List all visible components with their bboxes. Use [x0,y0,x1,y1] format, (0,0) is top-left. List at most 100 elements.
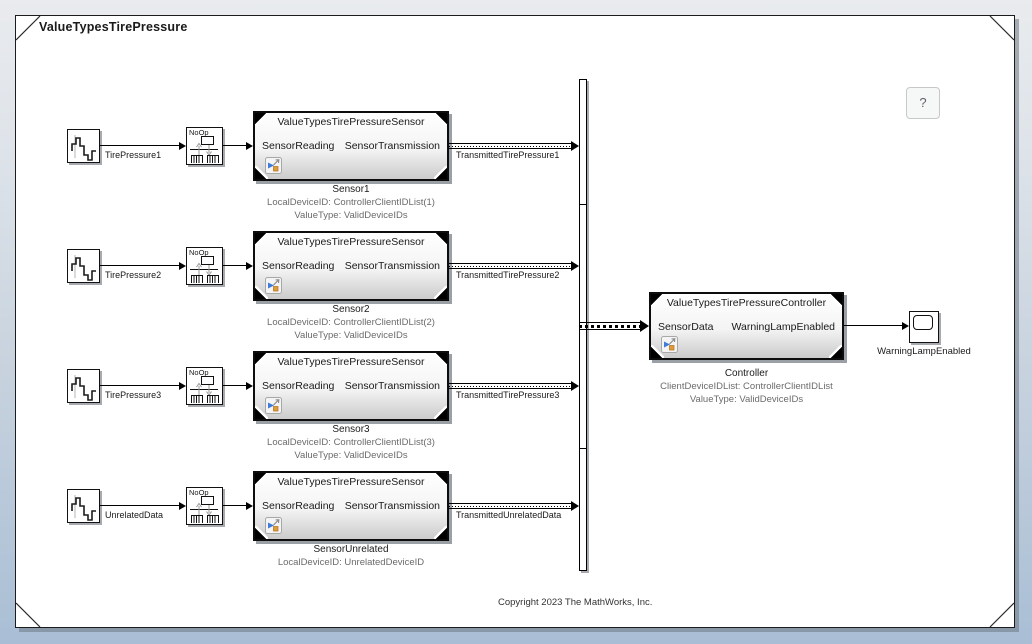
block-title: ValueTypesTirePressureSensor [277,116,425,128]
corner-mark-icon [255,233,268,246]
signal-wire[interactable] [100,265,179,266]
arrowhead [640,320,649,332]
output-port-label: SensorTransmission [344,140,440,152]
corner-mark-icon [829,294,842,307]
subsystem-reference-badge-icon[interactable] [265,397,282,414]
arrowhead [246,502,253,510]
signal-source-block[interactable] [67,129,100,163]
block-title: ValueTypesTirePressureSensor [277,236,425,248]
waveform-icon [71,374,97,401]
corner-mark-icon [651,294,664,307]
block-annotation: ValueType: ValidDeviceIDs [689,394,804,405]
signal-wire[interactable] [844,325,902,326]
signal-source-block[interactable] [67,369,100,403]
block-title: ValueTypesTirePressureSensor [277,356,425,368]
noop-block-label: NoOp [189,368,209,377]
block-annotation: LocalDeviceID: ControllerClientIDList(2) [267,317,435,328]
noop-block[interactable]: NoOp [186,127,223,165]
bus-signal-wire[interactable] [449,263,571,269]
block-name: Sensor3 [332,424,370,435]
bus-output-wire[interactable] [579,322,640,330]
signal-wire[interactable] [100,385,179,386]
subsystem-reference-badge-icon[interactable] [265,157,282,174]
input-port-label: SensorData [658,321,714,333]
corner-mark-icon [434,113,447,126]
signal-wire[interactable] [223,505,246,506]
arrowhead [179,382,186,390]
corner-mark-icon [434,233,447,246]
source-signal-label: TirePressure2 [105,270,162,280]
scope-block[interactable] [909,311,939,343]
sensor-subsystem-block[interactable]: ValueTypesTirePressureSensor SensorReadi… [253,231,449,301]
arrowhead [179,502,186,510]
block-name: SensorUnrelated [313,544,389,555]
sensor-subsystem-block[interactable]: ValueTypesTirePressureSensor SensorReadi… [253,111,449,181]
signal-wire[interactable] [223,385,246,386]
signal-wire[interactable] [223,145,246,146]
subsystem-reference-badge-icon[interactable] [265,517,282,534]
corner-mark-icon [434,166,447,179]
subsystem-reference-badge-icon[interactable] [661,336,678,353]
corner-mark-icon [255,286,268,299]
arrowhead [571,261,579,271]
corner-mark-icon [434,526,447,539]
scope-name: WarningLampEnabled [877,346,971,357]
arrowhead [902,322,909,330]
block-name: Controller [724,368,769,379]
corner-mark-icon [255,406,268,419]
noop-block-label: NoOp [189,488,209,497]
corner-mark-icon [651,345,664,358]
bus-signal-wire[interactable] [449,383,571,389]
controller-subsystem-block[interactable]: ValueTypesTirePressureController SensorD… [649,292,844,360]
corner-mark-icon [829,345,842,358]
transmitted-signal-label: TransmittedTirePressure3 [456,390,560,400]
signal-wire[interactable] [223,265,246,266]
canvas-corner-chamfers [16,16,1014,627]
corner-mark-icon [255,166,268,179]
source-signal-label: UnrelatedData [105,510,164,520]
signal-wire[interactable] [100,145,179,146]
block-name: Sensor1 [332,184,370,195]
corner-mark-icon [255,113,268,126]
transmitted-signal-label: TransmittedTirePressure2 [456,270,560,280]
block-annotation: LocalDeviceID: UnrelatedDeviceID [277,557,425,568]
noop-block[interactable]: NoOp [186,247,223,285]
input-port-label: SensorReading [262,140,335,152]
signal-source-block[interactable] [67,249,100,283]
noop-block[interactable]: NoOp [186,487,223,525]
copyright-text: Copyright 2023 The MathWorks, Inc. [498,597,653,608]
noop-block-label: NoOp [189,128,209,137]
sensor-subsystem-block[interactable]: ValueTypesTirePressureSensor SensorReadi… [253,351,449,421]
bus-signal-wire[interactable] [449,143,571,149]
signal-wire[interactable] [100,505,179,506]
bus-bar-tick [580,204,586,205]
transmitted-signal-label: TransmittedUnrelatedData [456,510,562,520]
block-annotation: LocalDeviceID: ControllerClientIDList(3) [267,437,435,448]
bus-bar-tick [580,448,586,449]
corner-mark-icon [255,353,268,366]
output-port-label: SensorTransmission [344,380,440,392]
block-annotation: LocalDeviceID: ControllerClientIDList(1) [267,197,435,208]
model-title: ValueTypesTirePressure [39,20,188,34]
signal-source-block[interactable] [67,489,100,523]
subsystem-reference-badge-icon[interactable] [265,277,282,294]
block-annotation: ClientDeviceIDList: ControllerClientIDLi… [660,381,833,392]
noop-block[interactable]: NoOp [186,367,223,405]
source-signal-label: TirePressure3 [105,390,162,400]
block-title: ValueTypesTirePressureSensor [277,476,425,488]
corner-mark-icon [434,406,447,419]
input-port-label: SensorReading [262,260,335,272]
model-canvas: ValueTypesTirePressure TirePressure1 NoO… [15,15,1015,628]
waveform-icon [71,254,97,281]
block-name: Sensor2 [332,304,370,315]
input-port-label: SensorReading [262,500,335,512]
sensor-subsystem-block[interactable]: ValueTypesTirePressureSensor SensorReadi… [253,471,449,541]
corner-mark-icon [434,286,447,299]
help-button[interactable]: ? [906,87,940,119]
corner-mark-icon [255,473,268,486]
arrowhead [246,382,253,390]
corner-mark-icon [434,473,447,486]
transmitted-signal-label: TransmittedTirePressure1 [456,150,560,160]
bus-signal-wire[interactable] [449,503,571,509]
